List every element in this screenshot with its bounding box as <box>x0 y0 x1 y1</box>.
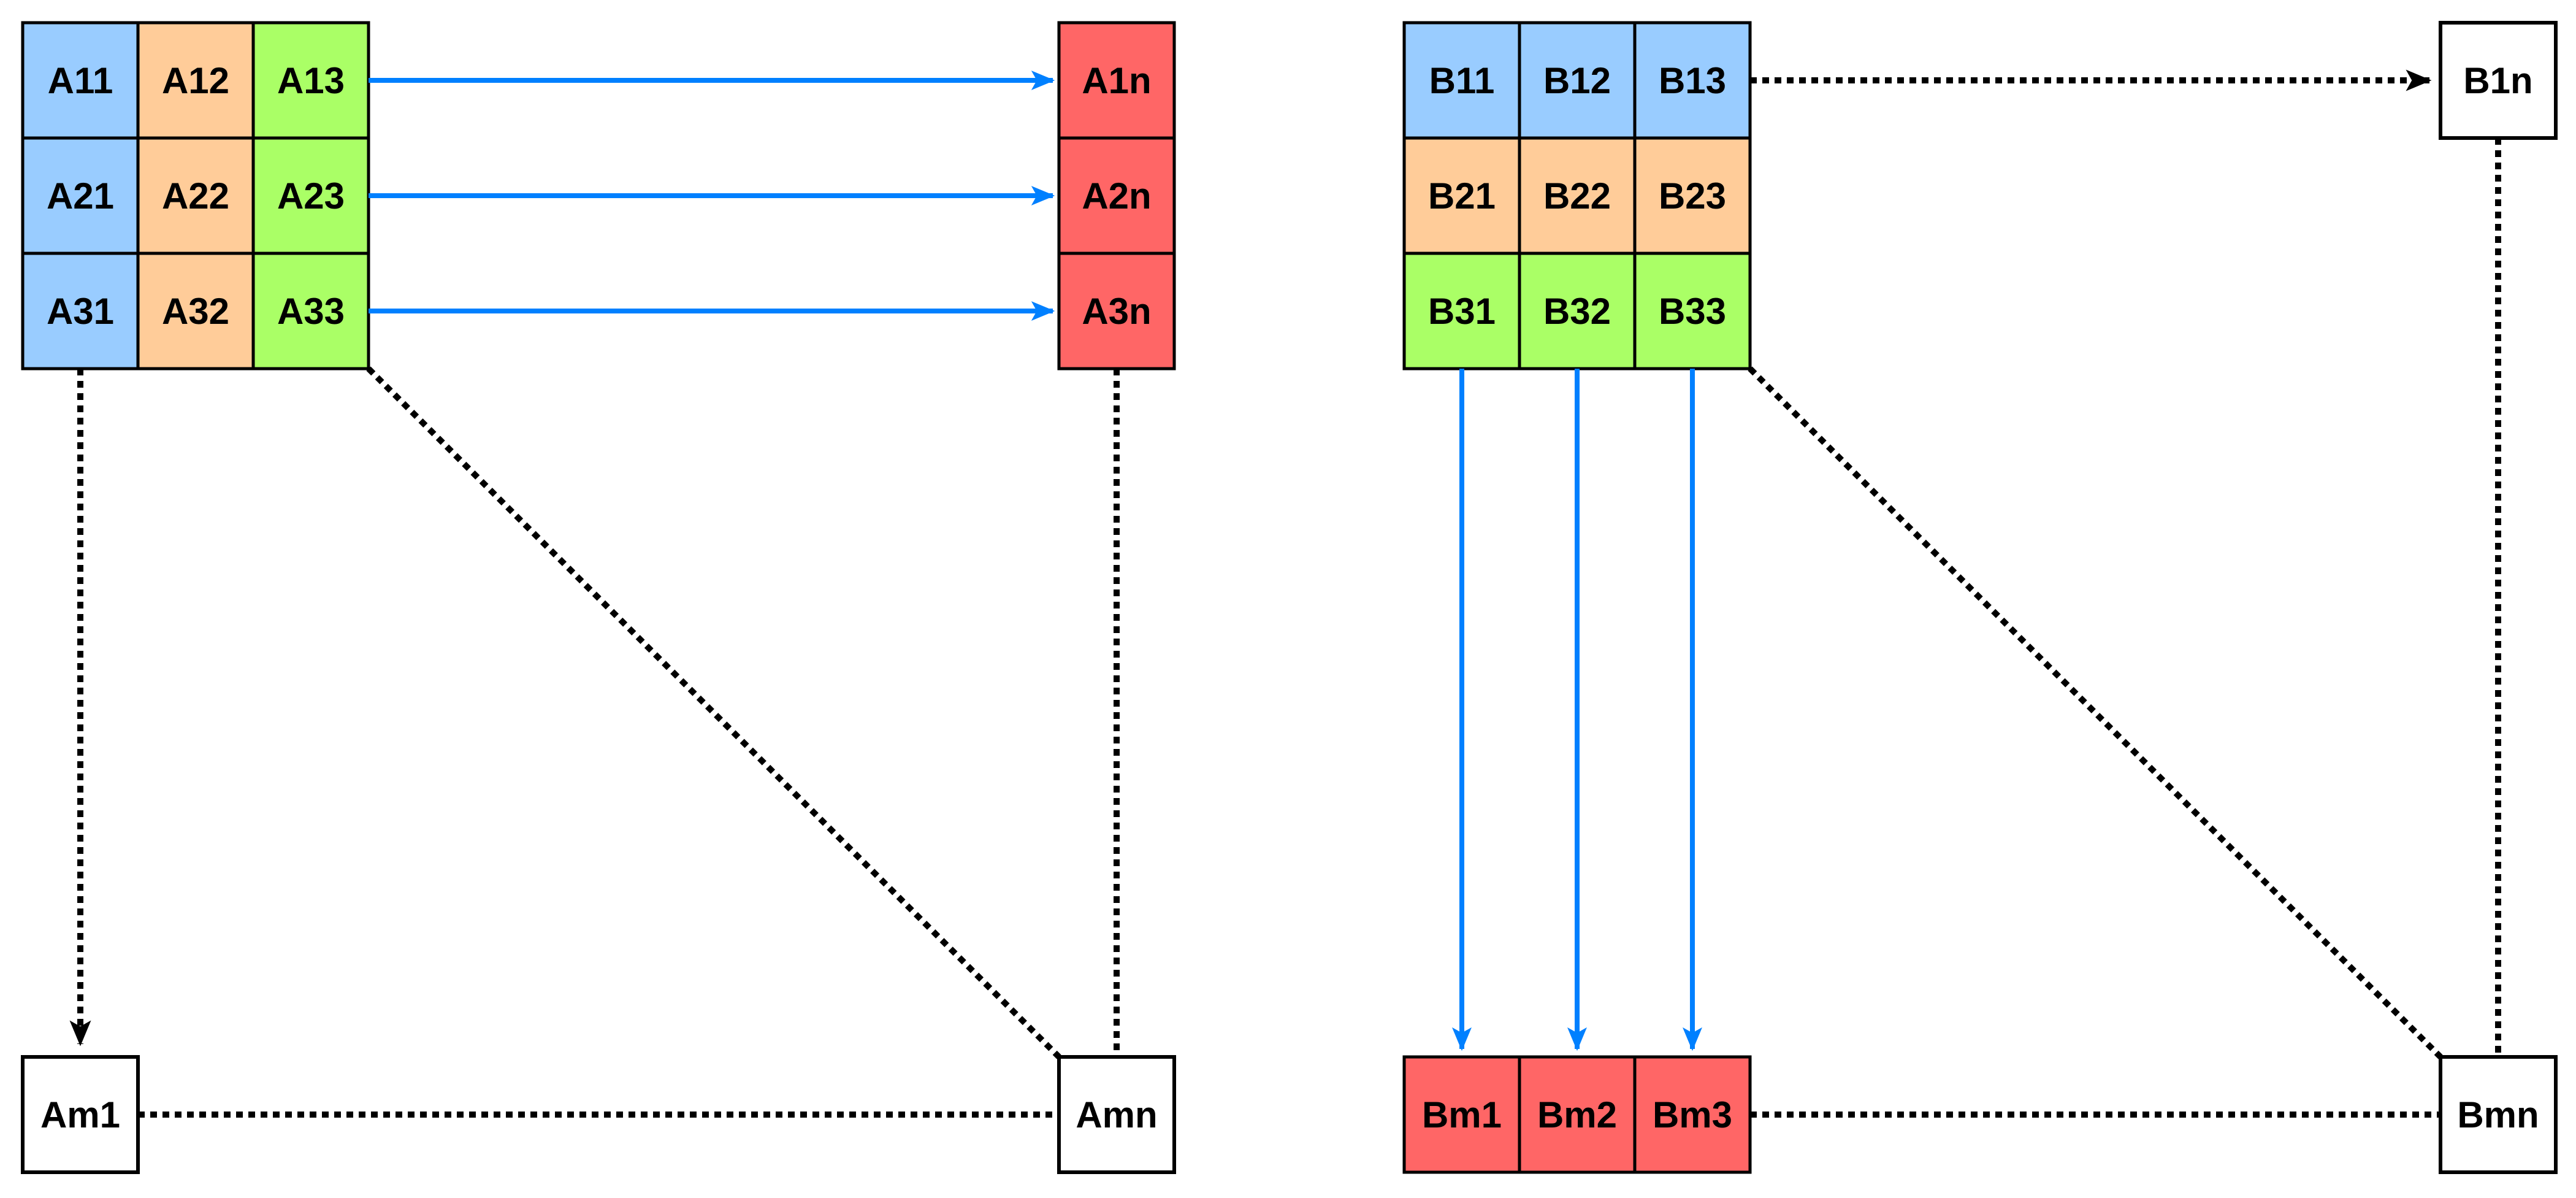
cell-bm3-label: Bm3 <box>1653 1094 1732 1135</box>
cell-a33-rect <box>251 252 370 371</box>
matrix-a-grid: A11 A12 A13 A21 A22 A23 <box>21 21 370 371</box>
cell-b33-rect <box>1633 252 1752 371</box>
cell-a3n-label: A3n <box>1082 291 1151 332</box>
diagram-b: B11 B12 B13 B21 B22 B23 <box>1402 21 2558 1174</box>
cell-b31-label: B31 <box>1428 291 1496 332</box>
cell-b22-rect <box>1518 136 1637 255</box>
matrix-a-last-column: A1n A2n A3n <box>1057 21 1176 371</box>
cell-a22-label: A22 <box>162 175 229 217</box>
cell-a33-label: A33 <box>277 291 345 332</box>
cell-b21-rect <box>1402 136 1521 255</box>
cell-b31: B31 <box>1402 252 1521 371</box>
cell-a33: A33 <box>251 252 370 371</box>
cell-b12-label: B12 <box>1543 60 1611 101</box>
cell-a21: A21 <box>21 136 140 255</box>
cell-b23-label: B23 <box>1659 175 1726 217</box>
cell-bmn: Bmn <box>2439 1055 2558 1174</box>
cell-b23-rect <box>1633 136 1752 255</box>
cell-a12: A12 <box>136 21 255 140</box>
cell-bm1-rect <box>1402 1055 1521 1174</box>
cell-am1: Am1 <box>21 1055 140 1174</box>
matrix-b-grid: B11 B12 B13 B21 B22 B23 <box>1402 21 1752 371</box>
cell-b13: B13 <box>1633 21 1752 140</box>
cell-bm1-label: Bm1 <box>1422 1094 1502 1135</box>
cell-b13-label: B13 <box>1659 60 1726 101</box>
cell-a3n-rect <box>1057 252 1176 371</box>
cell-a13: A13 <box>251 21 370 140</box>
cell-b33: B33 <box>1633 252 1752 371</box>
cell-am1-rect <box>21 1055 140 1174</box>
cell-b12-rect <box>1518 21 1637 140</box>
cell-b1n: B1n <box>2439 21 2558 140</box>
cell-a23: A23 <box>251 136 370 255</box>
cell-bmn-rect <box>2439 1055 2558 1174</box>
cell-a11: A11 <box>21 21 140 140</box>
cell-a23-label: A23 <box>277 175 345 217</box>
cell-b1n-label: B1n <box>2463 60 2532 101</box>
cell-b12: B12 <box>1518 21 1637 140</box>
cell-b21: B21 <box>1402 136 1521 255</box>
cell-b32-rect <box>1518 252 1637 371</box>
cell-bm3-rect <box>1633 1055 1752 1174</box>
cell-a1n-label: A1n <box>1082 60 1151 101</box>
cell-a21-label: A21 <box>47 175 114 217</box>
cell-bmn-label: Bmn <box>2457 1094 2539 1135</box>
cell-b21-label: B21 <box>1428 175 1496 217</box>
cell-a32-rect <box>136 252 255 371</box>
cell-bm2-label: Bm2 <box>1537 1094 1617 1135</box>
cell-b11: B11 <box>1402 21 1521 140</box>
cell-b33-label: B33 <box>1659 291 1726 332</box>
cell-b22-label: B22 <box>1543 175 1611 217</box>
cell-bm2-rect <box>1518 1055 1637 1174</box>
cell-b32-label: B32 <box>1543 291 1611 332</box>
cell-a22: A22 <box>136 136 255 255</box>
dotted-line-a-diagonal-to-amn <box>366 366 1061 1059</box>
cell-bm3: Bm3 <box>1633 1055 1752 1174</box>
cell-a12-label: A12 <box>162 60 229 101</box>
cell-bm2: Bm2 <box>1518 1055 1637 1174</box>
cell-a2n-rect <box>1057 136 1176 255</box>
cell-a31-label: A31 <box>47 291 114 332</box>
diagram-a: A11 A12 A13 A21 A22 A23 <box>21 21 1176 1174</box>
cell-b13-rect <box>1633 21 1752 140</box>
cell-a11-rect <box>21 21 140 140</box>
cell-b22: B22 <box>1518 136 1637 255</box>
cell-b23: B23 <box>1633 136 1752 255</box>
cell-a23-rect <box>251 136 370 255</box>
cell-bm1: Bm1 <box>1402 1055 1521 1174</box>
cell-a13-label: A13 <box>277 60 345 101</box>
dotted-line-b-diagonal-to-bmn <box>1748 366 2443 1059</box>
cell-b32: B32 <box>1518 252 1637 371</box>
cell-amn-label: Amn <box>1076 1094 1157 1135</box>
cell-a1n-rect <box>1057 21 1176 140</box>
cell-am1-label: Am1 <box>40 1094 120 1135</box>
cell-b11-label: B11 <box>1429 60 1495 101</box>
cell-amn: Amn <box>1057 1055 1176 1174</box>
cell-a3n: A3n <box>1057 252 1176 371</box>
cell-a12-rect <box>136 21 255 140</box>
cell-a2n: A2n <box>1057 136 1176 255</box>
cell-a2n-label: A2n <box>1082 175 1151 217</box>
cell-a31: A31 <box>21 252 140 371</box>
matrix-b-last-row: Bm1 Bm2 Bm3 <box>1402 1055 1752 1174</box>
cell-a11-label: A11 <box>48 60 113 101</box>
cell-a32-label: A32 <box>162 291 229 332</box>
cell-a1n: A1n <box>1057 21 1176 140</box>
cell-a32: A32 <box>136 252 255 371</box>
